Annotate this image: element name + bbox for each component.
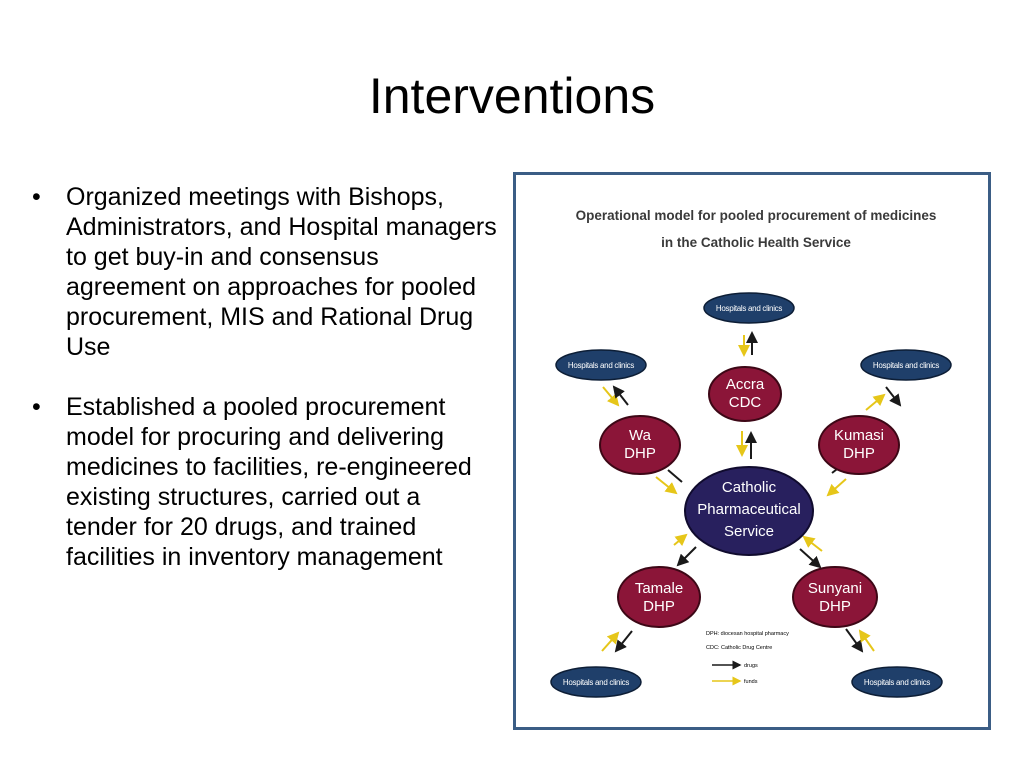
funds-arrow (655, 476, 678, 495)
node-wa-dhp: Wa DHP (599, 415, 681, 475)
funds-arrow (673, 533, 688, 547)
center-label-line2: Pharmaceutical (697, 501, 800, 518)
node-catholic-pharmaceutical-service: Catholic Pharmaceutical Service (684, 466, 814, 556)
bullet-glyph: • (32, 183, 41, 211)
drugs-arrow (676, 546, 697, 567)
node-label-line1: Sunyani (808, 580, 862, 597)
legend-cdc-note: CDC: Catholic Drug Centre (706, 645, 772, 651)
drugs-arrow (614, 630, 633, 653)
hospitals-label: Hospitals and clinics (716, 304, 782, 313)
node-label-line2: DHP (624, 445, 656, 462)
diagram-title-line2: in the Catholic Health Service (661, 235, 851, 250)
node-kumasi-dhp: Kumasi DHP (818, 415, 900, 475)
node-tamale-dhp: Tamale DHP (617, 566, 701, 628)
node-label-line1: Accra (726, 376, 765, 393)
funds-arrow (865, 393, 886, 411)
legend-funds-label: funds (744, 679, 758, 685)
node-label-line1: Tamale (635, 580, 683, 597)
funds-arrow (601, 631, 620, 652)
bullet-text: Established a pooled procurement model f… (66, 393, 472, 571)
diagram-frame: Operational model for pooled procurement… (513, 172, 991, 730)
node-label-line2: DHP (843, 445, 875, 462)
hospitals-label: Hospitals and clinics (563, 678, 629, 687)
node-label-line2: CDC (729, 394, 762, 411)
funds-arrow (602, 386, 620, 407)
node-sunyani-dhp: Sunyani DHP (792, 566, 878, 628)
drugs-arrow (845, 628, 864, 653)
flow-arrows (601, 331, 902, 653)
drugs-arrow (612, 385, 629, 406)
hospitals-left: Hospitals and clinics (555, 349, 647, 381)
node-label-line1: Wa (629, 427, 652, 444)
drugs-arrow (667, 469, 683, 483)
funds-arrow (826, 478, 847, 497)
hospitals-bottom-right: Hospitals and clinics (851, 666, 943, 698)
legend-drugs-label: drugs (744, 663, 758, 669)
drugs-arrow (799, 548, 822, 569)
hospitals-label: Hospitals and clinics (873, 361, 939, 370)
hospitals-bottom-left: Hospitals and clinics (550, 666, 642, 698)
bullet-item: • Organized meetings with Bishops, Admin… (28, 182, 498, 362)
hospitals-right: Hospitals and clinics (860, 349, 952, 381)
procurement-diagram: Operational model for pooled procurement… (550, 208, 952, 698)
funds-arrow (802, 535, 823, 552)
bullet-glyph: • (32, 393, 41, 421)
bullet-item: • Established a pooled procurement model… (28, 392, 498, 572)
center-label-line1: Catholic (722, 479, 777, 496)
node-accra-cdc: Accra CDC (708, 366, 782, 422)
drugs-arrow (885, 386, 902, 407)
bullet-list: • Organized meetings with Bishops, Admin… (28, 182, 498, 602)
funds-arrow (858, 629, 875, 652)
node-label-line2: DHP (819, 598, 851, 615)
node-label-line1: Kumasi (834, 427, 884, 444)
slide-title: Interventions (368, 68, 656, 124)
diagram-title-line1: Operational model for pooled procurement… (576, 208, 937, 223)
bullet-text: Organized meetings with Bishops, Adminis… (66, 183, 497, 361)
node-label-line2: DHP (643, 598, 675, 615)
hospitals-top: Hospitals and clinics (703, 292, 795, 324)
diagram-legend: DPH: diocesan hospital pharmacy CDC: Cat… (706, 631, 789, 686)
hospitals-label: Hospitals and clinics (864, 678, 930, 687)
center-label-line3: Service (724, 523, 774, 540)
hospitals-label: Hospitals and clinics (568, 361, 634, 370)
legend-dhp-note: DPH: diocesan hospital pharmacy (706, 631, 789, 637)
